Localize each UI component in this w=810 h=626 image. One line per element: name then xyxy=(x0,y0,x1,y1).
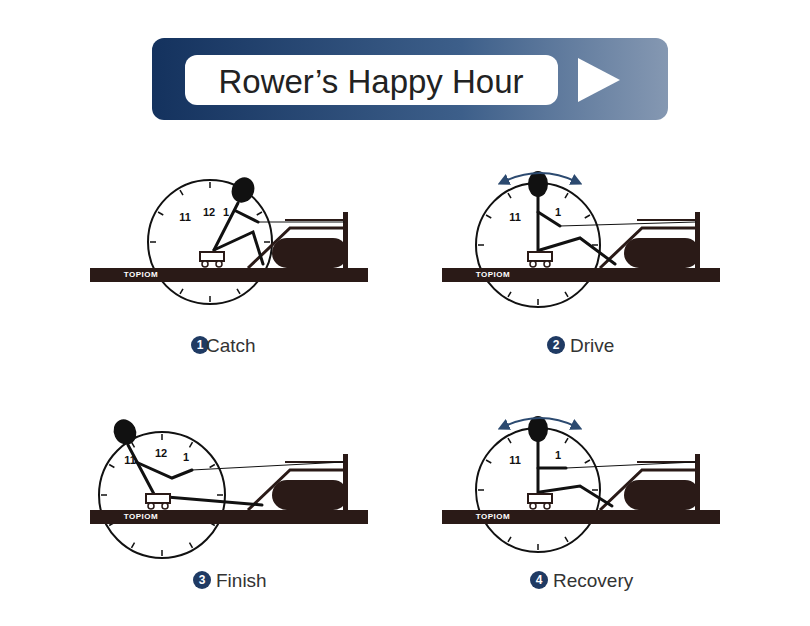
clock-number: 11 xyxy=(509,455,521,466)
rail xyxy=(442,510,720,524)
step-name: Drive xyxy=(570,336,614,355)
step-number: 2 xyxy=(553,339,560,351)
clock-tick xyxy=(565,292,568,297)
clock-tick xyxy=(508,193,511,198)
clock-tick xyxy=(180,190,183,195)
brand-logo: TOPIOM xyxy=(476,513,510,521)
clock-tick xyxy=(158,212,163,215)
clock-number: 12 xyxy=(203,207,215,218)
seat xyxy=(528,494,552,509)
clock-tick xyxy=(486,460,491,463)
clock-tick xyxy=(486,215,491,218)
step-name: Finish xyxy=(216,571,267,590)
clock-tick xyxy=(190,442,193,447)
clock-face xyxy=(476,183,600,307)
play-icon xyxy=(578,58,620,102)
clock-number: 1 xyxy=(555,450,561,461)
clock-tick xyxy=(190,543,193,548)
rail xyxy=(90,510,368,524)
rower-head xyxy=(110,416,141,449)
rower-figure xyxy=(538,196,696,264)
clock-tick xyxy=(132,442,135,447)
clock-tick xyxy=(508,292,511,297)
clock-tick xyxy=(565,537,568,542)
rower-head xyxy=(528,171,548,197)
clock-face xyxy=(148,180,272,304)
sway-arrow xyxy=(503,418,577,427)
brand-logo: TOPIOM xyxy=(124,513,158,521)
clock-tick xyxy=(180,289,183,294)
clock-number: 11 xyxy=(179,212,191,223)
clock-tick xyxy=(264,241,270,243)
clock-tick xyxy=(161,550,163,556)
clock-tick xyxy=(257,212,262,215)
step-number: 3 xyxy=(199,574,206,586)
brand-logo: TOPIOM xyxy=(124,271,158,279)
clock-tick xyxy=(210,465,215,468)
clock-number: 11 xyxy=(509,212,521,223)
clock-tick xyxy=(592,244,598,246)
clock-number: 1 xyxy=(223,207,229,218)
rower-head xyxy=(228,174,259,207)
clock-tick xyxy=(537,544,539,550)
clock-tick xyxy=(161,434,163,440)
step-name: Recovery xyxy=(553,571,633,590)
clock-tick xyxy=(592,489,598,491)
clock-tick xyxy=(209,182,211,188)
rower-head xyxy=(528,416,548,442)
brand-logo: TOPIOM xyxy=(476,271,510,279)
clock-number: 12 xyxy=(155,448,167,459)
clock-face xyxy=(476,428,600,552)
title-text: Rower’s Happy Hour xyxy=(218,65,523,98)
clock-tick xyxy=(101,494,107,496)
step-disc xyxy=(530,571,548,589)
clock-tick xyxy=(565,438,568,443)
clock-tick xyxy=(537,299,539,305)
seat xyxy=(528,252,552,267)
clock-number: 11 xyxy=(124,455,136,466)
rower-figure xyxy=(214,203,344,264)
clock-tick xyxy=(478,489,484,491)
clock-tick xyxy=(585,215,590,218)
clock-tick xyxy=(209,296,211,302)
clock-tick xyxy=(565,193,568,198)
sway-arrow xyxy=(503,173,577,182)
rail xyxy=(90,268,368,282)
step-number: 1 xyxy=(197,339,204,351)
clock-ticks xyxy=(101,182,598,556)
title-banner xyxy=(152,38,668,120)
clock-tick xyxy=(132,543,135,548)
title-pill xyxy=(185,55,558,105)
clock-number: 1 xyxy=(555,207,561,218)
seat xyxy=(146,494,170,509)
clock-tick xyxy=(237,289,240,294)
clock-tick xyxy=(508,537,511,542)
seat xyxy=(200,252,224,267)
step-name: Catch xyxy=(206,336,256,355)
clock-face xyxy=(99,432,225,558)
rowing-machine xyxy=(600,212,700,268)
clock-number: 1 xyxy=(183,452,189,463)
rail xyxy=(442,268,720,282)
clock-tick xyxy=(478,244,484,246)
clock-tick xyxy=(109,465,114,468)
rower-figure xyxy=(538,441,696,506)
step-disc xyxy=(193,571,211,589)
step-number: 4 xyxy=(536,574,543,586)
clock-tick xyxy=(508,438,511,443)
clock-tick xyxy=(585,460,590,463)
clock-tick xyxy=(150,241,156,243)
clock-tick xyxy=(217,494,223,496)
step-disc xyxy=(547,336,565,354)
